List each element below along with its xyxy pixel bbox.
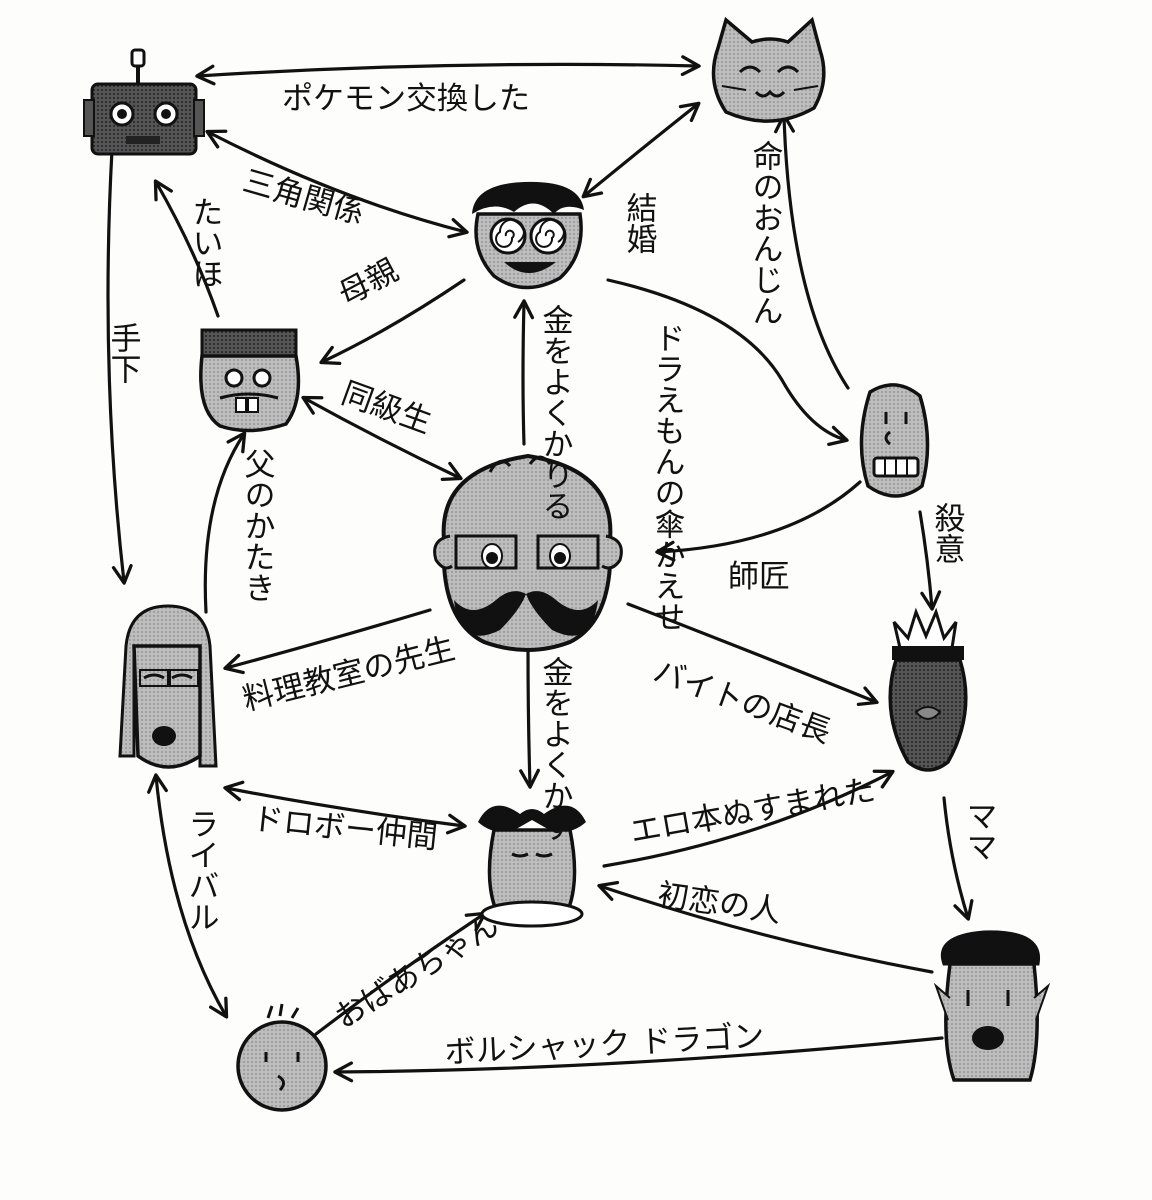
arrow-bean-cat: [774, 113, 850, 390]
label-arrest: たいほ: [186, 196, 223, 289]
arrow-boss-small: [519, 646, 540, 789]
arrow-woman-small: [223, 780, 467, 835]
label-life-saver: 命のおんじん: [746, 140, 783, 326]
long-hair-woman-icon: [118, 604, 218, 769]
arrow-small-crown: [602, 769, 895, 868]
arrow-robot-swirl: [205, 129, 469, 239]
arrow-bean-crown: [918, 510, 942, 611]
arrow-woman-baby: [147, 773, 229, 1019]
mustache-man-icon: [478, 805, 586, 928]
label-mama: ママ: [960, 800, 997, 862]
arrow-boss-swirl: [513, 299, 535, 446]
arrow-curly-baby: [333, 1036, 944, 1083]
curly-hair-man-icon: [933, 930, 1051, 1082]
smiling-cat-icon: [711, 16, 826, 123]
arrow-bean-boss: [655, 480, 862, 562]
swirly-eyed-man-icon: [472, 181, 584, 290]
crowned-head-icon: [888, 607, 968, 772]
label-lends-money: 金をよくかす: [536, 656, 573, 842]
label-marriage: 結婚: [620, 192, 657, 254]
arrow-swirl-bean: [606, 278, 849, 446]
arrow-boss-crown: [626, 602, 879, 707]
label-return-umbrella: ドラえもんの傘かえせ: [648, 322, 685, 632]
label-master: 師匠: [728, 559, 790, 595]
label-pokemon-trade: ポケモン交換した: [282, 81, 530, 117]
arrow-buck-robot: [153, 179, 220, 318]
label-borrows-money: 金をよくかりる: [536, 304, 573, 521]
arrow-swirl-buck: [319, 278, 466, 366]
arrow-crown-curly: [942, 796, 974, 921]
arrow-curly-small: [597, 880, 934, 974]
arrow-woman-buck: [203, 431, 247, 614]
arrow-robot-woman: [106, 148, 133, 585]
arrow-buck-boss: [301, 395, 463, 481]
arrow-baby-small: [314, 911, 487, 1036]
bald-mustache-man-icon: [433, 453, 623, 652]
bean-head-icon: [859, 383, 930, 498]
label-fathers-enemy: 父のかたき: [238, 448, 275, 603]
robot-head-icon: [83, 48, 205, 156]
arrow-robot-cat: [195, 55, 701, 86]
label-henchman: 手下: [104, 322, 141, 384]
label-rival: ライバル: [182, 808, 219, 932]
arrow-boss-woman: [223, 608, 432, 675]
baby-head-icon: [236, 1003, 328, 1112]
arrow-swirl-cat: [581, 101, 701, 199]
buck-tooth-boy-icon: [199, 328, 301, 433]
label-murderous-intent: 殺意: [928, 502, 965, 564]
